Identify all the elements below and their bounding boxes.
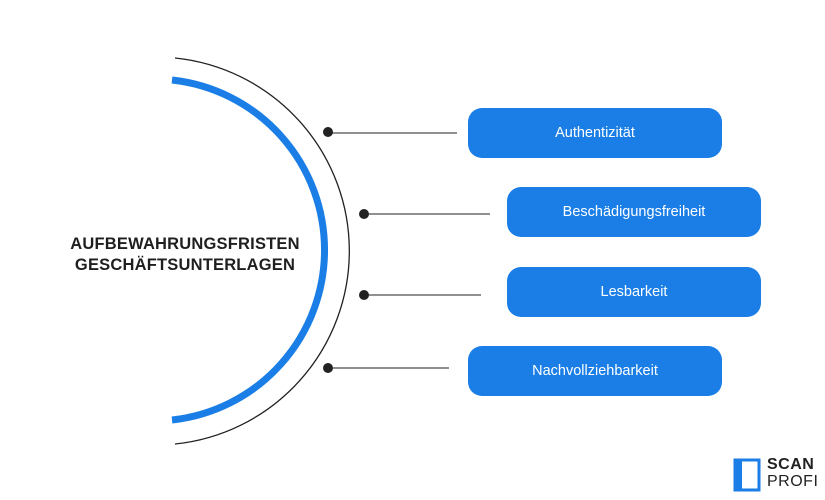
diagram-title: AUFBEWAHRUNGSFRISTEN GESCHÄFTSUNTERLAGEN	[40, 234, 330, 276]
item-pill-lesbarkeit: Lesbarkeit	[507, 267, 761, 317]
scanprofi-logo: SCAN PROFI	[733, 456, 825, 494]
item-pill-authentizitaet: Authentizität	[468, 108, 722, 158]
connector-dot-1	[323, 127, 333, 137]
document-frame-icon	[733, 458, 761, 492]
logo-text-scan: SCAN	[767, 456, 815, 473]
item-pill-beschaedigungsfreiheit: Beschädigungsfreiheit	[507, 187, 761, 237]
title-line-1: AUFBEWAHRUNGSFRISTEN	[70, 235, 300, 253]
item-pill-nachvollziehbarkeit: Nachvollziehbarkeit	[468, 346, 722, 396]
connector-dot-4	[323, 363, 333, 373]
connector-dot-2	[359, 209, 369, 219]
logo-text-profi: PROFI	[767, 473, 819, 490]
blue-arc	[171, 76, 329, 424]
title-line-2: GESCHÄFTSUNTERLAGEN	[74, 256, 296, 274]
outer-arc	[174, 57, 350, 445]
connector-dot-3	[359, 290, 369, 300]
